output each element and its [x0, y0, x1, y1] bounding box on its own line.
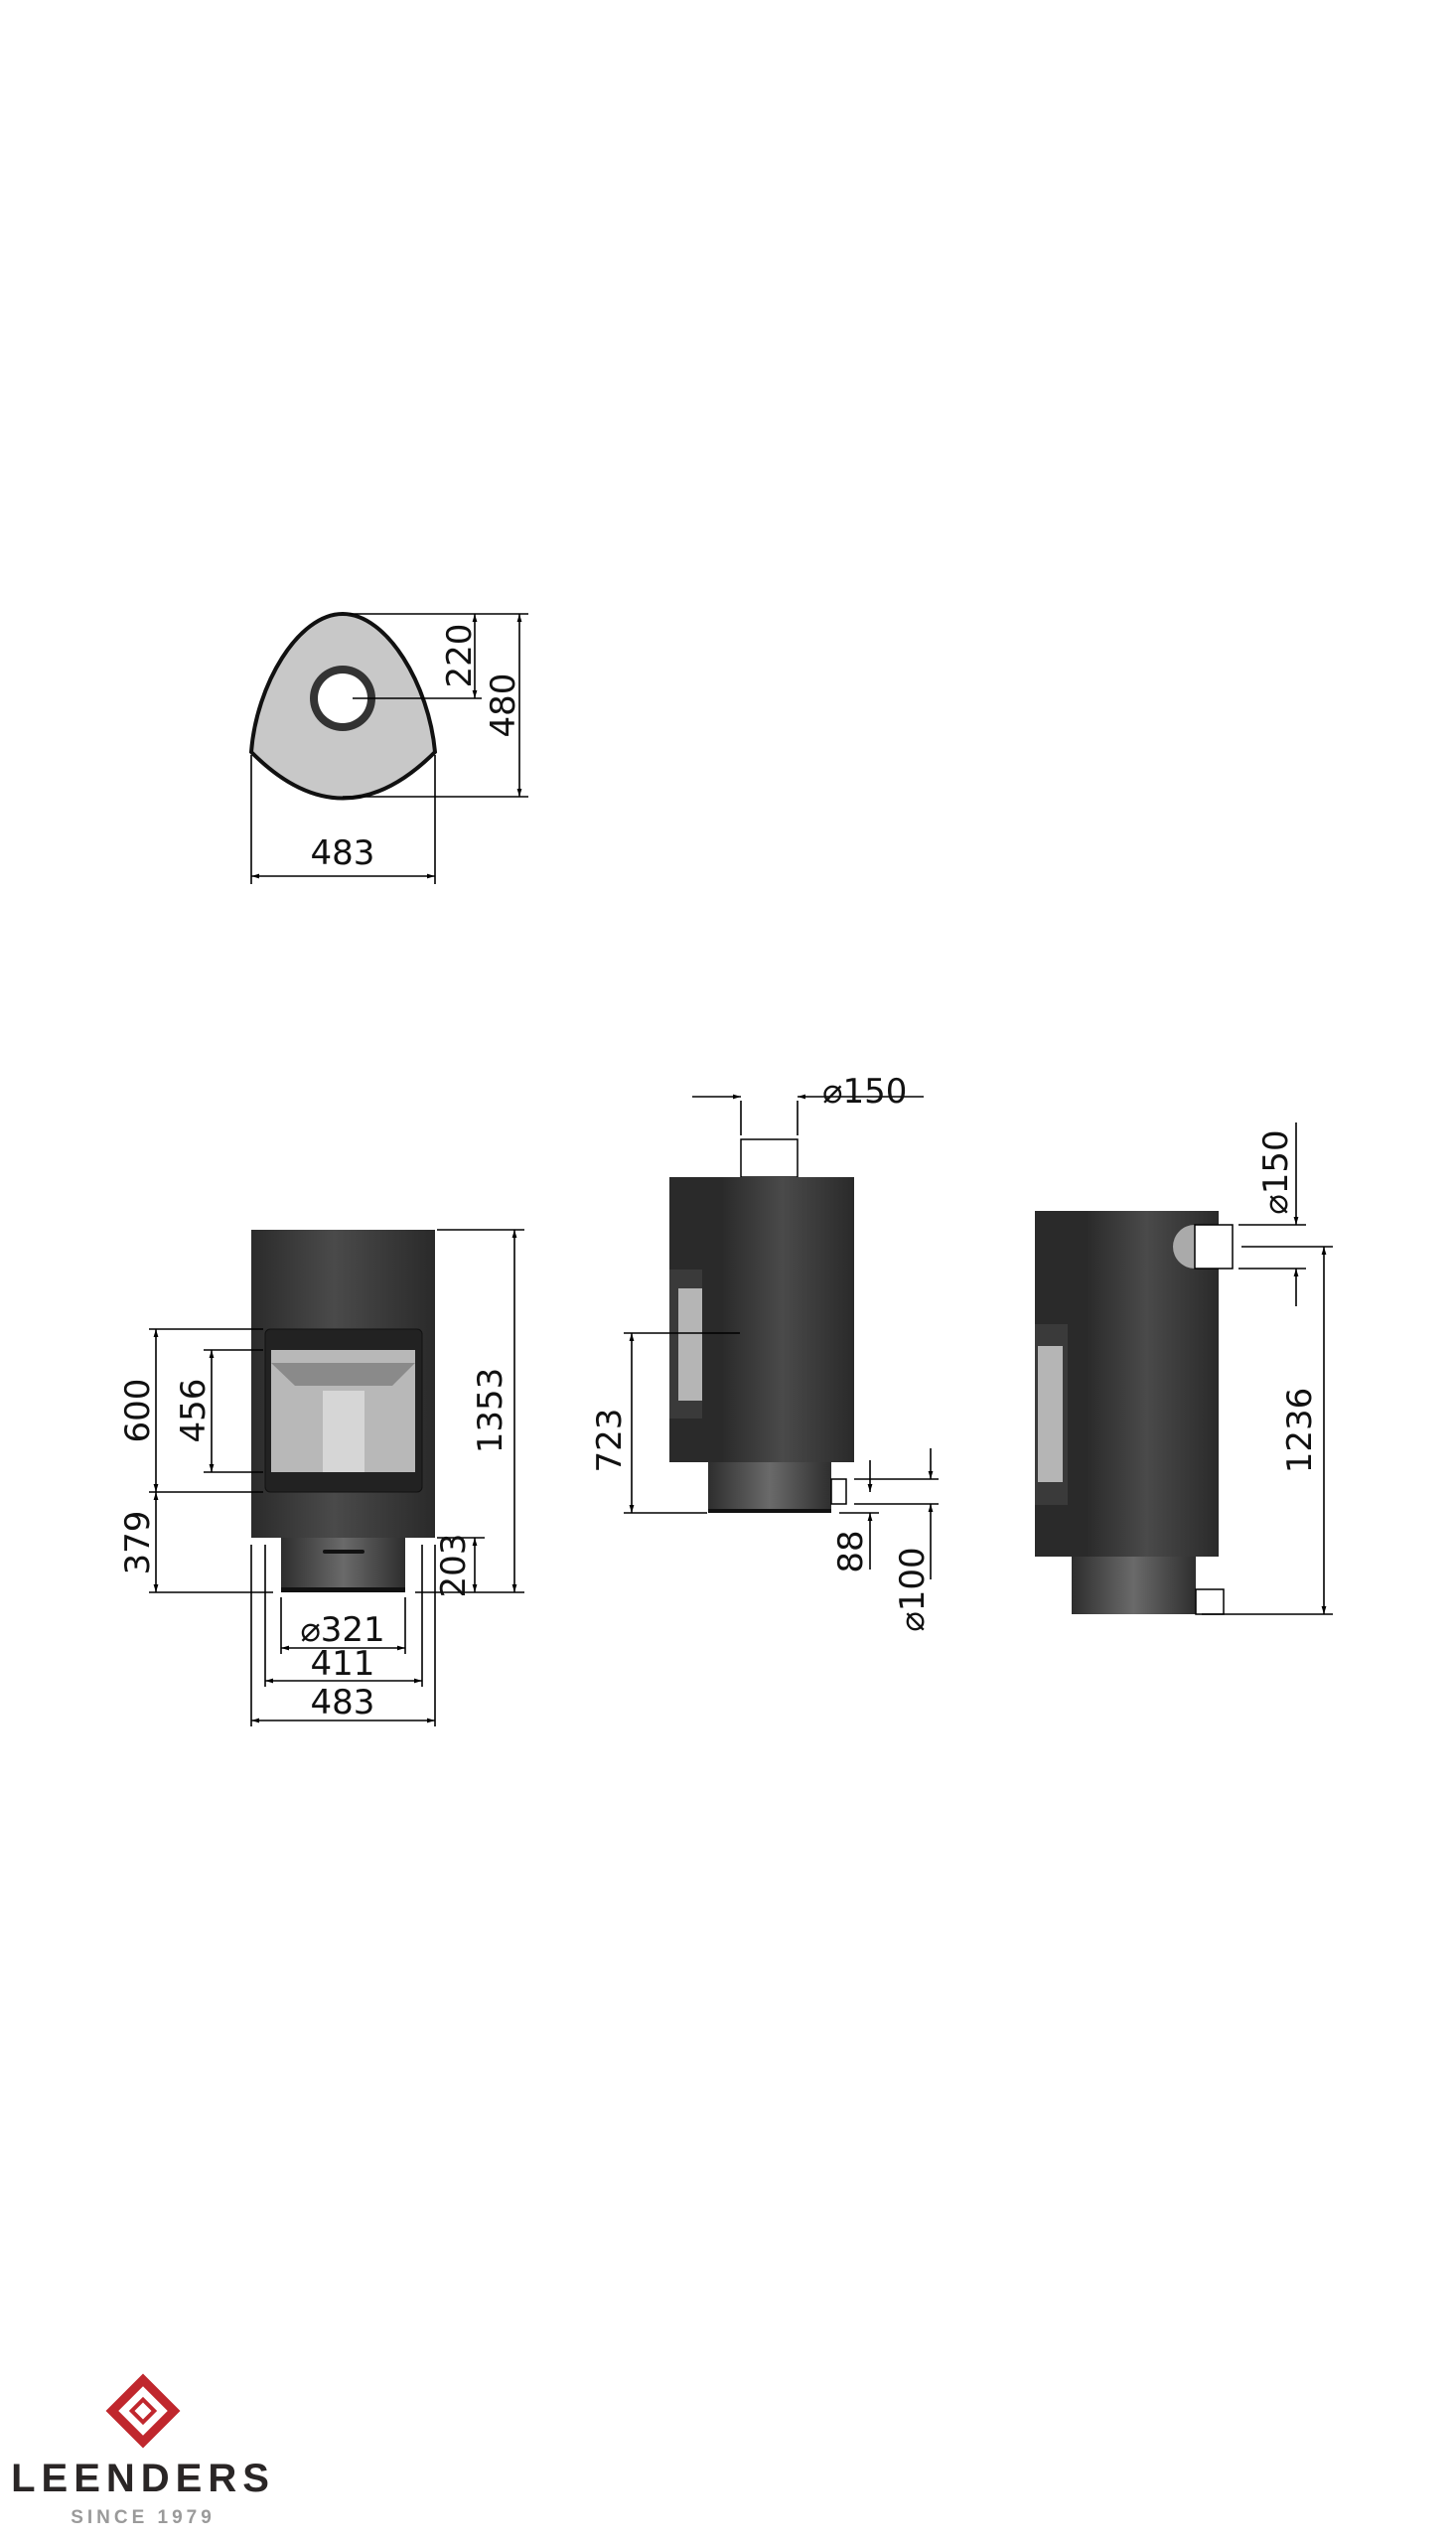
dim-handle-height: 723 — [590, 1409, 630, 1473]
air-inlet — [1195, 1588, 1225, 1615]
air-inlet — [830, 1478, 847, 1505]
top-view: 220 480 483 — [248, 611, 528, 884]
side-base — [708, 1462, 831, 1513]
dim-flue-top-diameter: ⌀150 — [822, 1072, 907, 1112]
logo-diamond-icon — [105, 2373, 181, 2449]
dim-base-height: 203 — [434, 1534, 474, 1598]
side-glass — [678, 1288, 702, 1401]
rear-outlet-view: ⌀150 1236 — [1035, 1122, 1333, 1615]
side-glass — [1038, 1346, 1063, 1482]
flue-rear — [1194, 1224, 1234, 1270]
dim-total-height: 1353 — [471, 1368, 510, 1454]
dim-top-width: 483 — [311, 833, 375, 873]
logo-brand: LEENDERS — [11, 2457, 275, 2500]
dim-flue-rear-diameter: ⌀150 — [1256, 1129, 1296, 1214]
dim-door-height: 600 — [118, 1379, 158, 1443]
side-body — [723, 1177, 854, 1462]
dim-flue-offset: 220 — [440, 624, 480, 688]
leenders-logo: LEENDERS SINCE 1979 — [11, 2373, 275, 2528]
firebox-back — [323, 1391, 364, 1472]
dim-inner-width: 411 — [311, 1644, 375, 1684]
dim-flue-rear-height: 1236 — [1280, 1388, 1320, 1474]
baffle — [271, 1363, 415, 1386]
flue-opening — [318, 673, 367, 723]
flue-top — [740, 1138, 799, 1178]
logo-tagline: SINCE 1979 — [71, 2507, 216, 2528]
dim-air-inlet-height: 88 — [831, 1530, 871, 1572]
dim-glass-height: 456 — [174, 1379, 214, 1443]
dim-base-diameter: ⌀321 — [300, 1610, 384, 1650]
stove-base — [281, 1538, 405, 1592]
dim-door-bottom: 379 — [118, 1511, 158, 1575]
dim-air-inlet-diameter: ⌀100 — [893, 1547, 933, 1631]
dim-depth: 480 — [484, 673, 523, 738]
side-view: ⌀150 723 88 ⌀100 — [590, 1072, 939, 1632]
dim-front-width: 483 — [311, 1683, 375, 1722]
side-base — [1072, 1557, 1196, 1614]
front-view: 1353 203 600 456 379 ⌀321 411 483 — [118, 1229, 524, 1726]
